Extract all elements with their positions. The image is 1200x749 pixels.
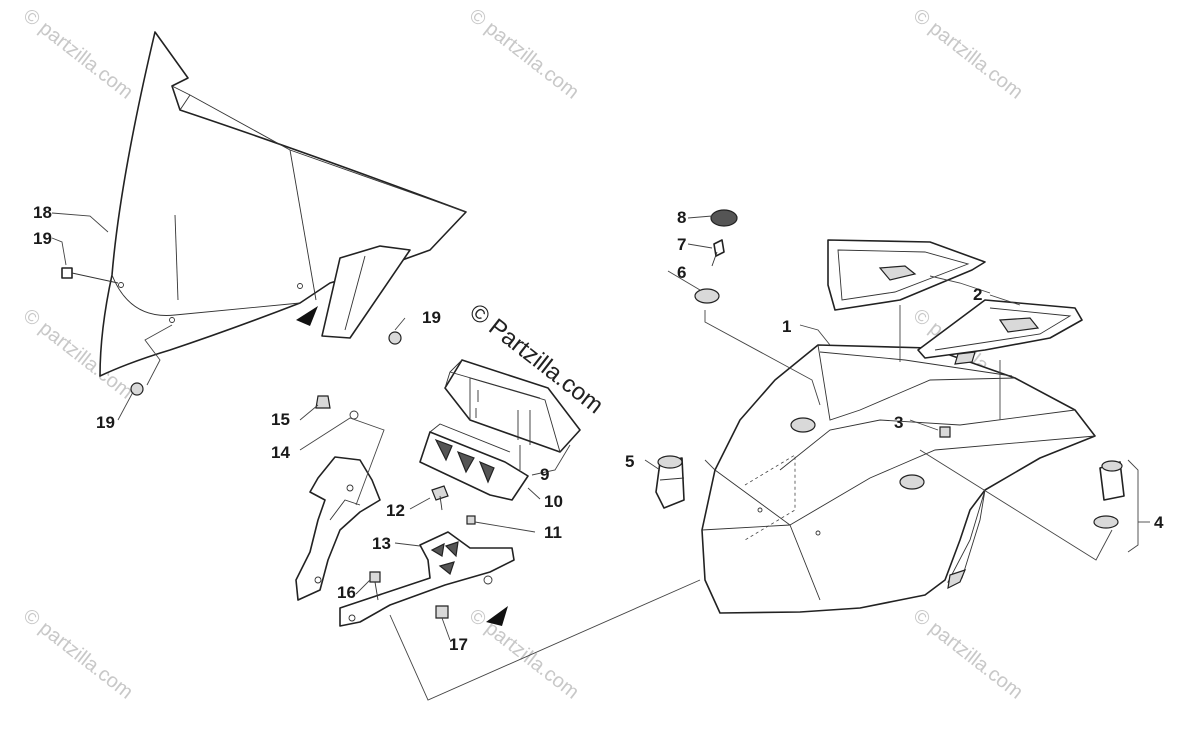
instrument-gauge <box>444 359 581 470</box>
callout-18: 18 <box>33 203 52 222</box>
ignition-switch <box>655 455 685 509</box>
front-direction-arrow-2 <box>486 606 508 626</box>
callout-15: 15 <box>271 410 290 429</box>
callout-7: 7 <box>677 235 686 254</box>
callout-3: 3 <box>894 413 903 432</box>
callout-11: 11 <box>544 523 562 542</box>
watermark-bottom-center: © partzilla.com <box>465 605 583 704</box>
hardware <box>315 395 449 619</box>
bolt-12 <box>431 485 449 511</box>
key-parts <box>694 209 738 304</box>
power-outlet <box>1093 460 1125 529</box>
callout-19-right: 19 <box>422 308 441 327</box>
callout-10: 10 <box>544 492 563 511</box>
callout-5: 5 <box>625 452 634 471</box>
callout-16: 16 <box>337 583 356 602</box>
callout-labels: 18 19 19 19 15 14 12 9 10 11 13 16 17 8 … <box>33 203 1164 654</box>
callout-14: 14 <box>271 443 290 462</box>
callout-4: 4 <box>1154 513 1164 532</box>
watermark-top-center: © partzilla.com <box>465 5 583 104</box>
nut-11 <box>466 515 476 525</box>
callout-19-bottom: 19 <box>96 413 115 432</box>
watermark-bottom-left: © partzilla.com <box>19 605 137 704</box>
mounting-bracket <box>295 456 515 627</box>
windshield-screws <box>61 267 402 396</box>
gauge-bracket <box>419 423 529 501</box>
callout-6: 6 <box>677 263 686 282</box>
screw-3 <box>939 426 951 438</box>
callout-19-left: 19 <box>33 229 52 248</box>
hood-console <box>701 344 1096 614</box>
leader-lines <box>51 212 1150 701</box>
watermark-bottom-right: © partzilla.com <box>909 605 1027 704</box>
windshield <box>99 31 467 377</box>
callout-12: 12 <box>386 501 405 520</box>
trim-panels <box>827 239 1083 365</box>
watermark-top-right: © partzilla.com <box>909 5 1027 104</box>
callout-13: 13 <box>372 534 391 553</box>
callout-17: 17 <box>449 635 468 654</box>
callout-1: 1 <box>782 317 791 336</box>
callout-9: 9 <box>540 465 549 484</box>
watermark-top-left: © partzilla.com <box>19 5 137 104</box>
callout-8: 8 <box>677 208 686 227</box>
callout-2: 2 <box>973 285 982 304</box>
front-direction-arrow <box>296 306 318 326</box>
